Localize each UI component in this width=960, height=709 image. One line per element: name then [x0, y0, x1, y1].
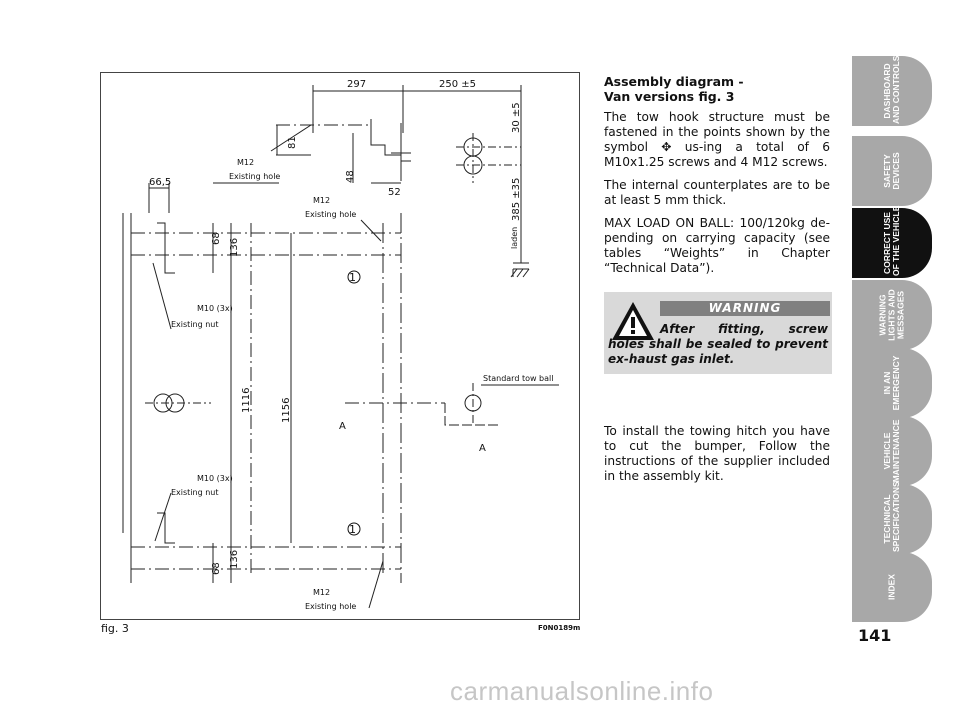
tab-vehicle-maintenance[interactable]: VEHICLE MAINTENANCE	[852, 416, 932, 486]
fastening-symbol-icon: ✥	[661, 140, 672, 154]
warning-triangle-icon	[610, 300, 656, 346]
figure-caption: fig. 3	[101, 622, 129, 635]
tow-ball-label: Standard tow ball	[483, 374, 553, 383]
laden-label: laden	[510, 227, 519, 249]
watermark: carmanualsonline.info	[450, 676, 714, 706]
figure-code: F0N0189m	[538, 624, 581, 632]
marker-1-bottom: 1	[349, 523, 356, 536]
dim-81: 81	[287, 136, 298, 149]
dim-1116: 1116	[241, 388, 252, 413]
section-a-right: A	[479, 443, 486, 454]
warning-text: After fitting, screw holes shall be seal…	[608, 322, 828, 366]
warning-title: WARNING	[660, 301, 830, 316]
heading-line-2: Van versions fig. 3	[604, 89, 735, 104]
tab-in-an-emergency[interactable]: IN AN EMERGENCY	[852, 348, 932, 418]
m12-label-a: M12	[237, 158, 254, 167]
dim-68-bot: 68	[211, 562, 222, 575]
dim-385: 385 ±35	[511, 178, 522, 221]
existing-nut-label-b: Existing nut	[171, 488, 219, 497]
dim-30: 30 ±5	[511, 102, 522, 133]
m12-label-c: M12	[313, 588, 330, 597]
paragraph-2: The internal counterplates are to be at …	[604, 178, 830, 207]
tab-correct-use-of-the-vehicle[interactable]: CORRECT USE OF THE VEHICLE	[852, 206, 932, 278]
paragraph-3: MAX LOAD ON BALL: 100/120kg de-pending o…	[604, 216, 830, 275]
tab-dashboard-and-controls[interactable]: DASHBOARD AND CONTROLS	[852, 56, 932, 126]
existing-hole-label-c: Existing hole	[305, 602, 356, 611]
paragraph-1: The tow hook structure must be fastened …	[604, 110, 830, 169]
dim-297: 297	[347, 79, 366, 90]
main-text-column: Assembly diagram - Van versions fig. 3 T…	[604, 74, 830, 284]
m12-label-b: M12	[313, 196, 330, 205]
dim-52: 52	[388, 187, 401, 198]
m10-label-b: M10 (3x)	[197, 474, 233, 483]
existing-hole-label-b: Existing hole	[305, 210, 356, 219]
assembly-diagram-drawing: 297 250 ±5 30 ±5 81 48 52 385 ±35 laden …	[122, 79, 559, 611]
tab-technical-specifications[interactable]: TECHNICAL SPECIFICATIONS	[852, 481, 932, 554]
heading-line-1: Assembly diagram -	[604, 74, 744, 89]
tab-safety-devices[interactable]: SAFETY DEVICES	[852, 136, 932, 206]
installation-text: To install the towing hitch you have to …	[604, 424, 830, 484]
page-number: 141	[858, 626, 892, 645]
dim-136-bot: 136	[229, 550, 240, 569]
section-a-left: A	[339, 421, 346, 432]
marker-1-top: 1	[349, 271, 356, 284]
dim-66: 66,5	[149, 177, 171, 188]
tab-index[interactable]: INDEX	[852, 552, 932, 622]
dim-48: 48	[345, 170, 356, 183]
assembly-diagram-figure: 297 250 ±5 30 ±5 81 48 52 385 ±35 laden …	[100, 72, 580, 620]
warning-box: WARNING After fitting, screw holes shall…	[604, 292, 832, 374]
section-heading: Assembly diagram - Van versions fig. 3	[604, 74, 830, 104]
existing-nut-label-a: Existing nut	[171, 320, 219, 329]
chapter-tabs: DASHBOARD AND CONTROLS SAFETY DEVICES CO…	[840, 0, 960, 709]
m10-label-a: M10 (3x)	[197, 304, 233, 313]
dim-136-top: 136	[229, 238, 240, 257]
tab-warning-lights-and-messages[interactable]: WARNING LIGHTS AND MESSAGES	[852, 280, 932, 350]
dim-1156: 1156	[281, 398, 292, 423]
dim-250: 250 ±5	[439, 79, 476, 90]
dim-68-top: 68	[211, 232, 222, 245]
existing-hole-label-a: Existing hole	[229, 172, 280, 181]
paragraph-4: To install the towing hitch you have to …	[604, 424, 830, 483]
